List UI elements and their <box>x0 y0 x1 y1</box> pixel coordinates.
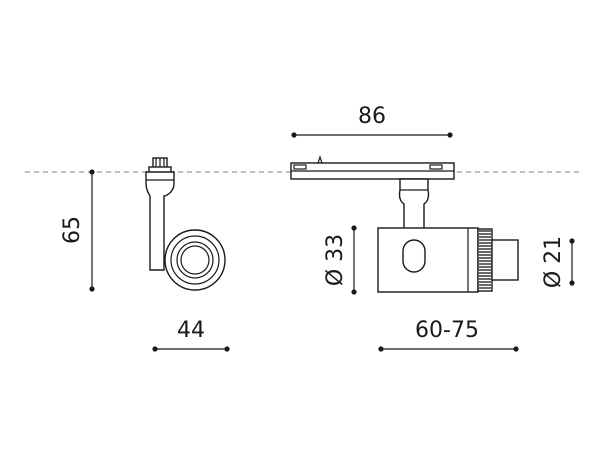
nose-diameter-label: Ø 21 <box>541 236 566 288</box>
adapter-stem <box>145 171 175 271</box>
front-view <box>145 157 226 291</box>
side-width-label: 44 <box>177 318 205 343</box>
nose-diameter-dimension: Ø 21 <box>541 236 575 288</box>
body-diameter-dimension: Ø 33 <box>323 225 357 295</box>
top-width-dimension: 86 <box>291 104 453 138</box>
height-dimension: 65 <box>60 169 95 292</box>
adapter-pins <box>148 157 172 174</box>
body-diameter-label: Ø 33 <box>323 234 348 286</box>
spot-body <box>377 227 479 293</box>
track-adapter <box>290 155 455 180</box>
pivot-knob <box>402 239 426 273</box>
top-width-label: 86 <box>358 104 386 129</box>
lens-nose <box>491 239 519 281</box>
length-dimension: 60-75 <box>378 318 519 352</box>
knurl-lines <box>479 230 491 289</box>
side-width-dimension: 44 <box>152 318 230 352</box>
side-view <box>290 155 519 293</box>
height-label: 65 <box>60 216 85 244</box>
length-label: 60-75 <box>415 318 479 343</box>
spot-head-front <box>164 229 226 291</box>
